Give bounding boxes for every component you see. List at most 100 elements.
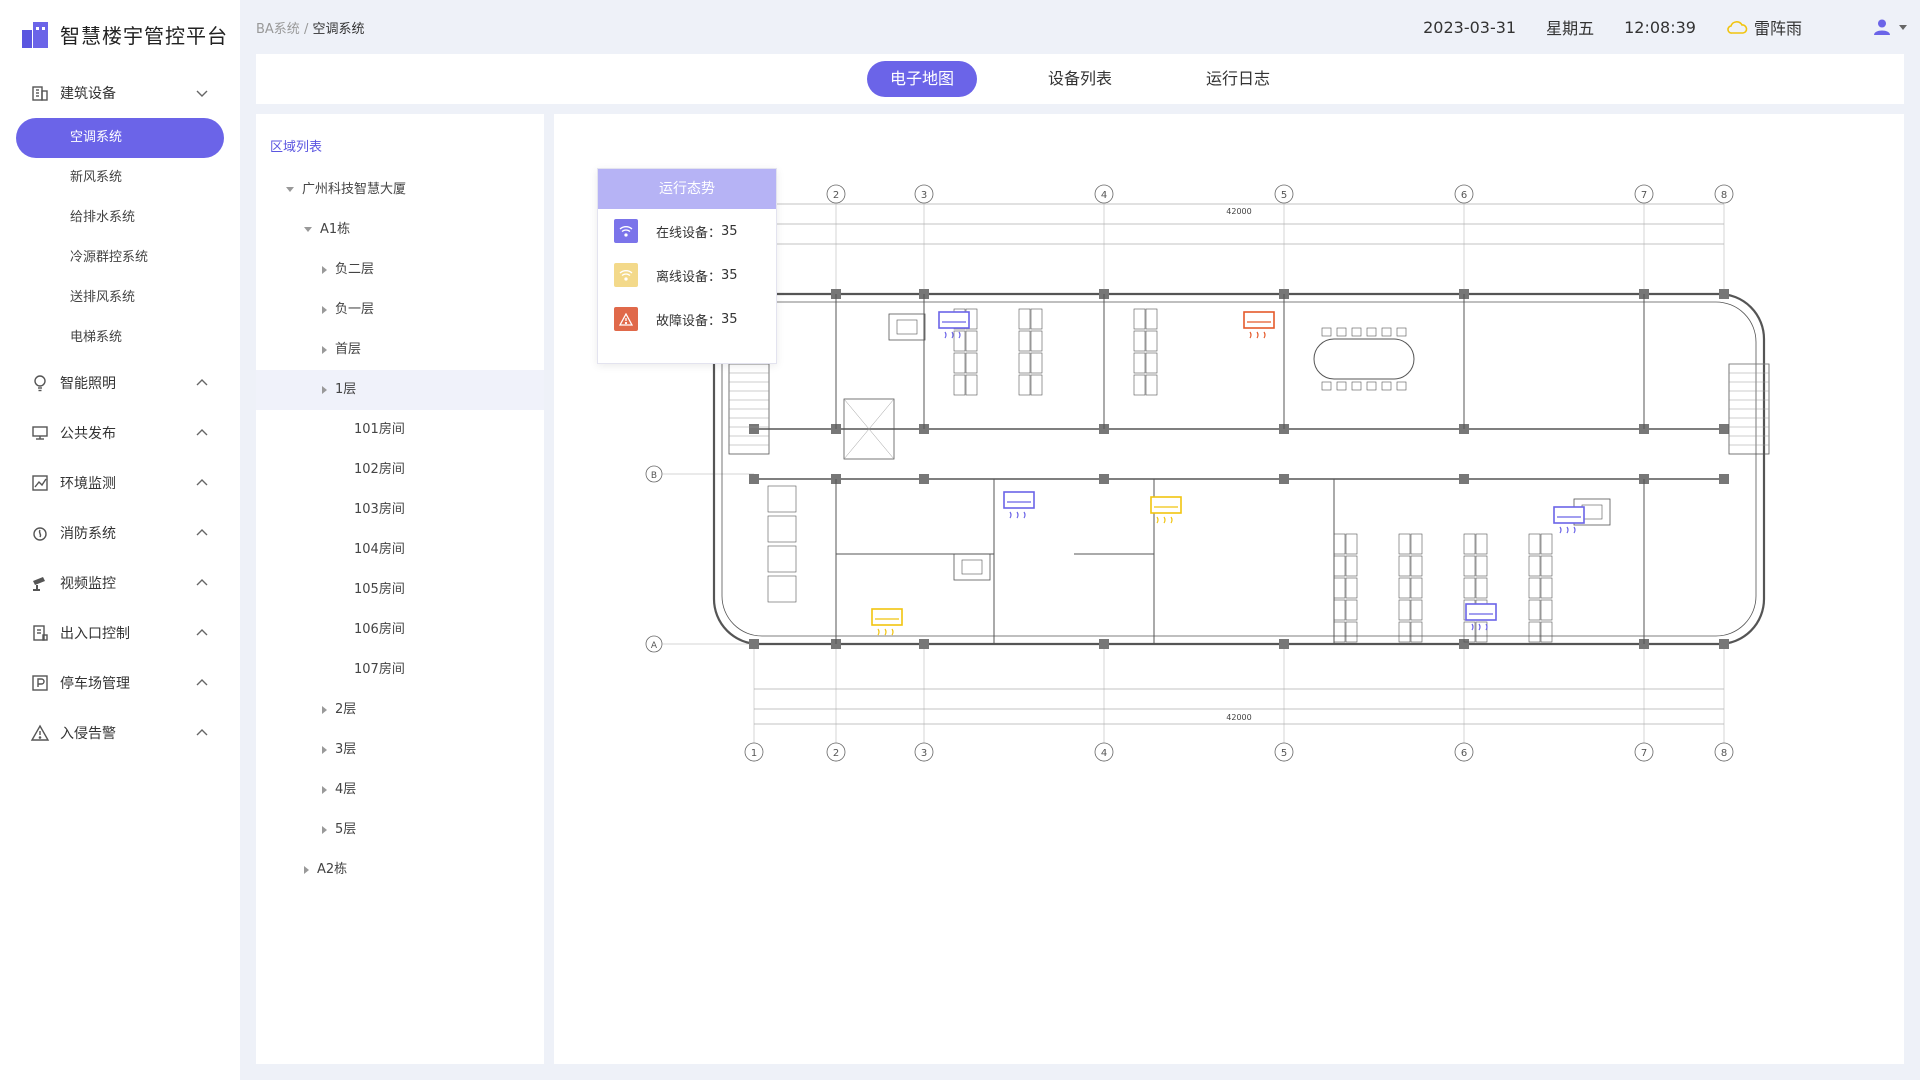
menu-group-publish[interactable]: 公共发布 xyxy=(0,408,240,458)
user-menu[interactable] xyxy=(1872,17,1908,37)
submenu-item-elevator[interactable]: 电梯系统 xyxy=(70,330,123,345)
submenu-building: 空调系统 新风系统 给排水系统 冷源群控系统 送排风系统 电梯系统 xyxy=(0,118,240,358)
airflow-icon xyxy=(1163,516,1166,524)
menu-group-lighting[interactable]: 智能照明 xyxy=(0,358,240,408)
restroom-stall xyxy=(767,515,797,543)
tree-node-room[interactable]: 102房间 xyxy=(354,462,405,477)
chevron-up-icon xyxy=(194,575,210,591)
tree-node-floor[interactable]: 负一层 xyxy=(256,290,544,330)
ac-unit-marker xyxy=(871,608,903,626)
submenu-item-fresh-air[interactable]: 新风系统 xyxy=(70,170,123,185)
axis-bubble xyxy=(826,742,846,762)
chair xyxy=(1366,381,1377,391)
axis-bubble xyxy=(914,184,934,204)
tree-node-floor[interactable]: 3层 xyxy=(256,730,544,770)
tree-node-room[interactable]: 105房间 xyxy=(354,582,405,597)
axis-label: 7 xyxy=(1641,748,1647,759)
breadcrumb-current: 空调系统 xyxy=(312,21,365,37)
breadcrumb-parent[interactable]: BA系统 xyxy=(256,21,300,37)
fault-count: 35 xyxy=(721,311,738,327)
tab-run-log[interactable]: 运行日志 xyxy=(1205,69,1270,88)
submenu-item-ventilation[interactable]: 送排风系统 xyxy=(70,290,136,305)
airflow-icon xyxy=(1256,331,1259,339)
desk xyxy=(1030,374,1043,396)
row-label: A xyxy=(651,641,658,651)
desk xyxy=(1475,555,1488,577)
tree-node-building-a2[interactable]: A2栋 xyxy=(256,850,544,890)
tree-node-room[interactable]: 103房间 xyxy=(354,502,405,517)
desk xyxy=(1463,577,1476,599)
menu-group-video[interactable]: 视频监控 xyxy=(0,558,240,608)
axis-label: 4 xyxy=(1101,190,1107,201)
menu-group-environment[interactable]: 环境监测 xyxy=(0,458,240,508)
chair xyxy=(1351,327,1362,337)
desk xyxy=(1475,577,1488,599)
submenu-item-water[interactable]: 给排水系统 xyxy=(70,210,136,225)
tree-node-room[interactable]: 101房间 xyxy=(354,422,405,437)
tree-node-label: A1栋 xyxy=(320,222,351,237)
desk xyxy=(1528,533,1541,555)
tree-node-floor[interactable]: 首层 xyxy=(256,330,544,370)
axis-bubble xyxy=(1274,742,1294,762)
structural-column xyxy=(1099,639,1109,649)
airflow-icon xyxy=(1573,526,1576,534)
chevron-up-icon xyxy=(194,725,210,741)
desk xyxy=(1398,599,1411,621)
structural-column xyxy=(749,474,759,484)
tree-node-building-a1[interactable]: A1栋 xyxy=(256,210,544,250)
desk xyxy=(1145,352,1158,374)
tree-node-label: 负二层 xyxy=(335,262,375,277)
coffee-table xyxy=(1581,504,1603,520)
structural-column xyxy=(919,639,929,649)
desk xyxy=(1018,308,1031,330)
ac-unit-marker xyxy=(1465,603,1497,621)
chevron-up-icon xyxy=(194,425,210,441)
caret-right-icon xyxy=(322,265,327,274)
menu-group-fire[interactable]: 消防系统 xyxy=(0,508,240,558)
structural-column xyxy=(1459,474,1469,484)
desk xyxy=(965,352,978,374)
status-row-offline: 离线设备：35 xyxy=(598,253,776,297)
tree-node-floor[interactable]: 4层 xyxy=(256,770,544,810)
desk xyxy=(953,330,966,352)
desk xyxy=(1463,621,1476,643)
caret-right-icon xyxy=(304,865,309,874)
airflow-icon xyxy=(1471,623,1474,631)
tree-node-floor[interactable]: 负二层 xyxy=(256,250,544,290)
restroom-stall xyxy=(767,545,797,573)
tree-node-label: 首层 xyxy=(335,342,362,357)
tree-node-floor-selected[interactable]: 1层 xyxy=(256,370,544,410)
header-date: 2023-03-31 xyxy=(1423,17,1517,37)
menu-group-label: 公共发布 xyxy=(60,426,116,442)
tree-node-floor[interactable]: 5层 xyxy=(256,810,544,850)
main-menu: 建筑设备 空调系统 新风系统 给排水系统 冷源群控系统 送排风系统 电梯系统 智… xyxy=(0,68,240,758)
wifi-icon xyxy=(614,219,638,243)
desk xyxy=(1345,599,1358,621)
monitor-icon xyxy=(28,423,52,443)
desk xyxy=(1133,330,1146,352)
online-label: 在线设备： xyxy=(656,225,722,241)
desk xyxy=(1540,577,1553,599)
tree-node-root[interactable]: 广州科技智慧大厦 xyxy=(256,170,544,210)
submenu-item-ac[interactable]: 空调系统 xyxy=(16,118,224,158)
tree-node-room[interactable]: 106房间 xyxy=(354,622,405,637)
ac-unit-marker xyxy=(1553,506,1585,524)
desk xyxy=(1410,555,1423,577)
fire-icon xyxy=(28,523,52,543)
parking-icon xyxy=(28,673,52,693)
desk xyxy=(1410,577,1423,599)
axis-label: 3 xyxy=(921,190,927,201)
tree-node-floor[interactable]: 2层 xyxy=(256,690,544,730)
axis-label: 5 xyxy=(1281,190,1287,201)
tab-map[interactable]: 电子地图 xyxy=(867,61,977,97)
submenu-item-chiller[interactable]: 冷源群控系统 xyxy=(70,250,149,265)
tree-node-room[interactable]: 104房间 xyxy=(354,542,405,557)
tree-title: 区域列表 xyxy=(270,140,323,155)
chart-icon xyxy=(28,473,52,493)
tree-node-room[interactable]: 107房间 xyxy=(354,662,405,677)
menu-group-parking[interactable]: 停车场管理 xyxy=(0,658,240,708)
tab-device-list[interactable]: 设备列表 xyxy=(1047,69,1112,88)
menu-group-building[interactable]: 建筑设备 xyxy=(0,68,240,118)
menu-group-intrusion[interactable]: 入侵告警 xyxy=(0,708,240,758)
menu-group-access[interactable]: 出入口控制 xyxy=(0,608,240,658)
